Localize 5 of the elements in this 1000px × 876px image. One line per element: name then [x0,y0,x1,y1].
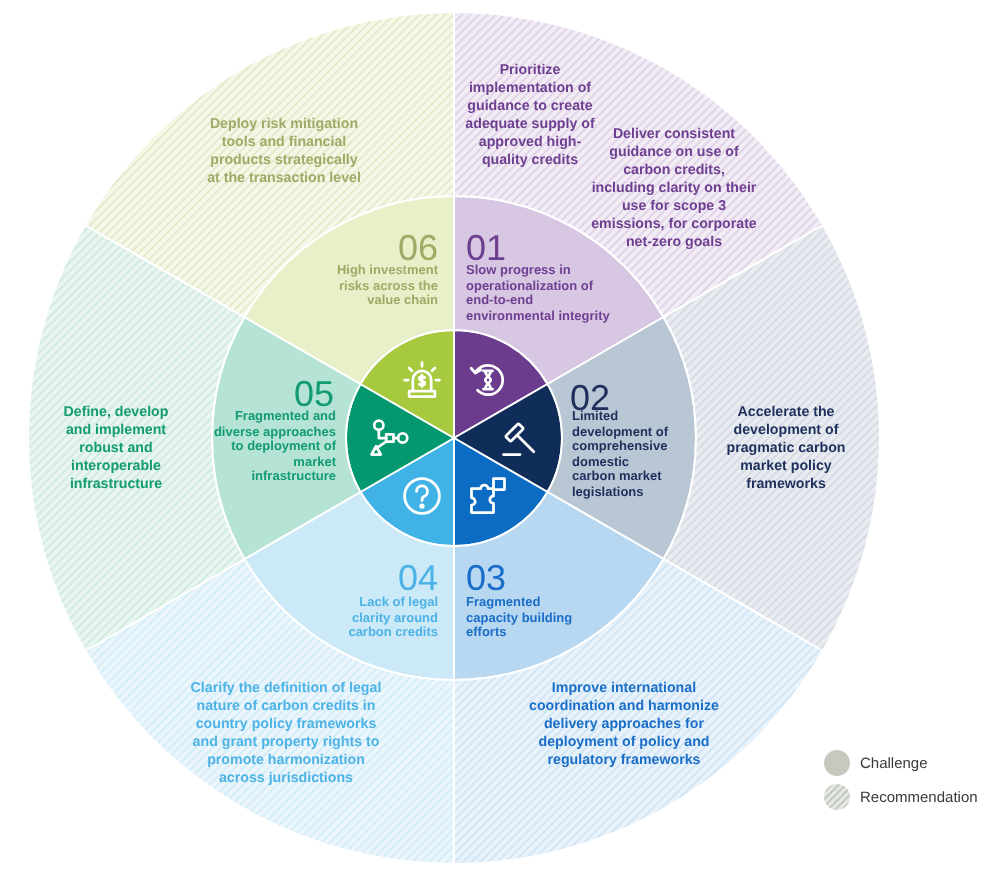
segment-number: 01 [466,230,507,266]
segment-number: 03 [466,560,507,596]
segment-number: 06 [398,230,439,266]
segment-number: 04 [398,560,439,596]
segment-number: 05 [294,376,335,412]
